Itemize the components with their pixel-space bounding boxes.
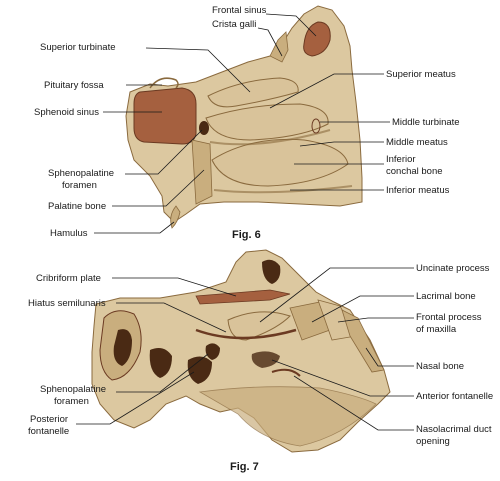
- figure-7-labels: Cribriform plate Uncinate process Hiatus…: [28, 263, 493, 473]
- label-superior-meatus: Superior meatus: [386, 69, 456, 80]
- label-nasolacrimal-line1: Nasolacrimal duct: [416, 424, 492, 435]
- label-superior-turbinate: Superior turbinate: [40, 42, 116, 53]
- leader-uncinate-process: [259, 267, 414, 323]
- label-crista-galli: Crista galli: [212, 19, 256, 30]
- label-uncinate-process: Uncinate process: [416, 263, 490, 274]
- leader-sphenopalatine-foramen-6: [125, 129, 203, 175]
- leader-nasolacrimal: [293, 375, 414, 431]
- leader-frontal-sinus: [265, 13, 317, 37]
- leader-cribriform-plate: [112, 277, 237, 297]
- figure-7-illustration: [91, 249, 391, 453]
- label-middle-meatus: Middle meatus: [386, 137, 448, 148]
- label-sphenopalatine-foramen-7-line2: foramen: [54, 396, 89, 407]
- label-frontal-sinus: Frontal sinus: [212, 5, 267, 16]
- pituitary-fossa-shape: [149, 77, 179, 89]
- leader-frontal-process: [337, 317, 414, 323]
- leader-posterior-fontanelle: [76, 371, 195, 425]
- leader-hamulus: [94, 221, 175, 234]
- superior-turbinate-shape: [207, 77, 299, 108]
- leader-superior-meatus: [269, 73, 384, 109]
- label-sphenopalatine-foramen-6-line2: foramen: [62, 180, 97, 191]
- figure-7-leaders: [76, 267, 414, 431]
- leader-hiatus-semilunaris: [116, 302, 227, 333]
- sphenoid-sinus-shape: [133, 87, 197, 145]
- middle-meatus-shadow: [209, 129, 331, 146]
- label-sphenopalatine-foramen-6-line1: Sphenopalatine: [48, 168, 114, 179]
- uncinate-process-shape: [227, 311, 291, 341]
- maxilla-lower-body: [198, 386, 377, 447]
- posterior-cavity-7: [149, 348, 172, 378]
- label-lacrimal-bone: Lacrimal bone: [416, 291, 476, 302]
- hiatus-semilunaris-groove: [195, 328, 297, 340]
- label-inferior-conchal-line2: conchal bone: [386, 166, 443, 177]
- figure-7-caption: Fig. 7: [230, 461, 259, 473]
- leader-superior-turbinate: [145, 47, 251, 93]
- leader-lacrimal-bone: [311, 295, 414, 323]
- label-sphenoid-sinus: Sphenoid sinus: [34, 107, 99, 118]
- ethmoid-opening: [311, 118, 321, 134]
- label-sphenopalatine-foramen-7-line1: Sphenopalatine: [40, 384, 106, 395]
- leader-anterior-fontanelle: [271, 359, 414, 397]
- nasal-bone-shape: [341, 309, 385, 373]
- label-posterior-fontanelle-line1: Posterior: [30, 414, 68, 425]
- ethmoid-cells-top: [262, 259, 281, 284]
- leader-crista-galli: [257, 27, 283, 57]
- sphenopalatine-foramen-hole-7: [205, 343, 220, 360]
- label-nasolacrimal-line2: opening: [416, 436, 450, 447]
- leader-palatine-bone: [112, 169, 205, 207]
- label-nasal-bone: Nasal bone: [416, 361, 464, 372]
- label-pituitary-fossa: Pituitary fossa: [44, 80, 104, 91]
- label-hiatus-semilunaris: Hiatus semilunaris: [28, 298, 106, 309]
- anterior-fontanelle-hole: [251, 351, 280, 368]
- figure-6-illustration: [125, 5, 363, 229]
- crista-galli-shape: [269, 31, 289, 63]
- figure-6-labels: Frontal sinus Crista galli Superior turb…: [34, 5, 460, 241]
- label-cribriform-plate: Cribriform plate: [36, 273, 101, 284]
- sphenoid-dark-cavity-7: [113, 329, 132, 366]
- label-frontal-process-line2: of maxilla: [416, 324, 457, 335]
- label-palatine-bone: Palatine bone: [48, 201, 106, 212]
- leader-sphenopalatine-foramen-7: [116, 353, 209, 393]
- cribriform-plate-shape: [195, 289, 291, 305]
- figure-6-leaders: [94, 13, 390, 234]
- label-inferior-meatus: Inferior meatus: [386, 185, 450, 196]
- inferior-meatus-shadow: [213, 185, 353, 194]
- nasolacrimal-duct-opening: [271, 368, 301, 377]
- label-middle-turbinate: Middle turbinate: [392, 117, 460, 128]
- label-hamulus: Hamulus: [50, 228, 88, 239]
- label-posterior-fontanelle-line2: fontanelle: [28, 426, 69, 437]
- leader-middle-meatus: [299, 141, 384, 147]
- figure-6-caption: Fig. 6: [232, 229, 261, 241]
- sphenopalatine-foramen-hole: [199, 121, 209, 135]
- leader-nasal-bone: [365, 347, 414, 367]
- posterior-fontanelle-hole: [187, 356, 212, 384]
- label-anterior-fontanelle: Anterior fontanelle: [416, 391, 493, 402]
- label-frontal-process-line1: Frontal process: [416, 312, 482, 323]
- label-inferior-conchal-line1: Inferior: [386, 154, 416, 165]
- middle-turbinate-shape: [205, 103, 329, 141]
